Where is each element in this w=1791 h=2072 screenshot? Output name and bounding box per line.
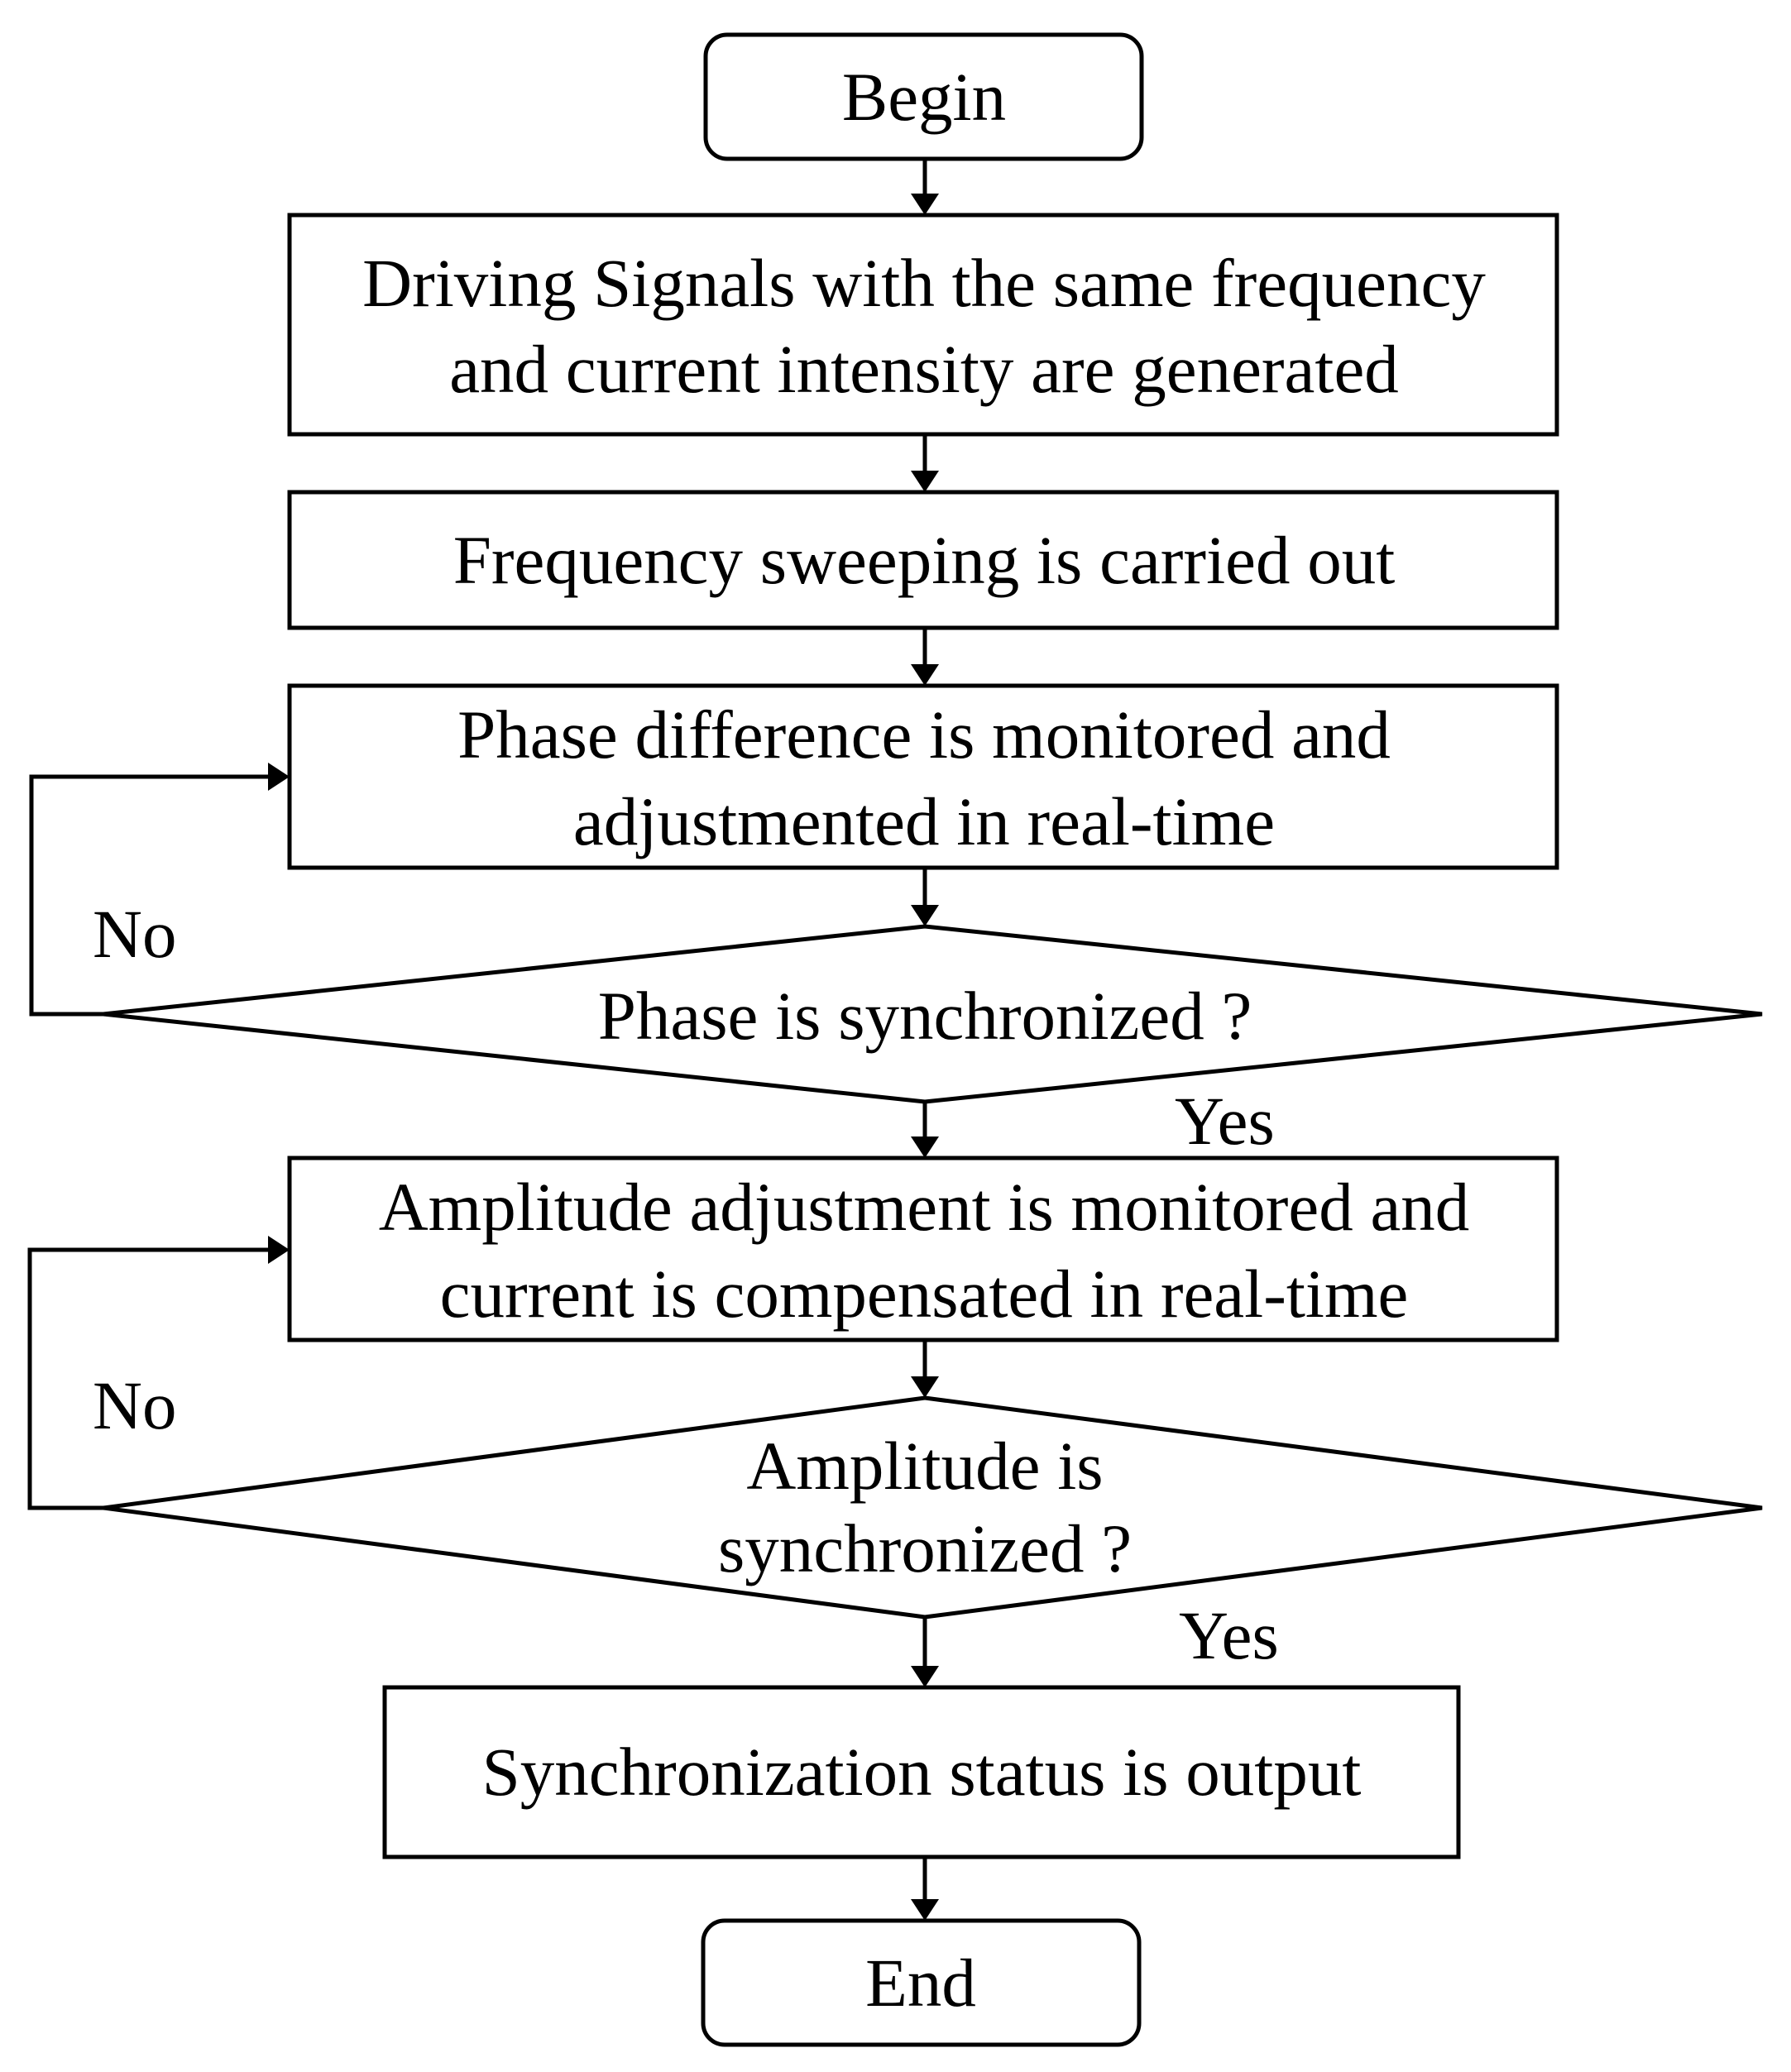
amplitude-to-decision-arrowhead [911,1376,939,1398]
frequency-sweep-label: Frequency sweeping is carried out [453,522,1396,598]
phase-to-decision-arrowhead [911,905,939,926]
amplitude-no-loop-line [27,1247,271,1510]
end-terminal [701,1918,1142,2047]
phase-no-loop-arrowhead [268,763,290,791]
phase-monitor-box [287,683,1559,870]
output-to-end-arrowhead [911,1899,939,1921]
amplitude-yes-arrowhead [911,1666,939,1687]
amplitude-monitor-line-2: current is compensated in real-time [440,1256,1409,1332]
end-label: End [865,1945,976,2021]
output-status-box [382,1685,1461,1859]
phase-decision-label: Phase is synchronized ? [598,978,1252,1054]
begin-label: Begin [842,59,1006,135]
phase-yes-arrowhead [911,1136,939,1158]
begin-to-generate-arrowhead [911,194,939,215]
generate-signals-line-1: Driving Signals with the same frequency [362,245,1486,321]
amplitude-no-loop-arrowhead [268,1236,290,1264]
amplitude-monitor-box [287,1156,1559,1342]
amplitude-decision-line-2: synchronized ? [718,1510,1132,1586]
phase-monitor-line-1: Phase difference is monitored and [457,696,1391,773]
phase-yes-label: Yes [1175,1083,1275,1159]
generate-to-sweep-arrowhead [911,471,939,492]
amplitude-decision-line-1: Amplitude is [746,1428,1103,1504]
amplitude-no-label: No [93,1367,176,1443]
generate-signals-box [287,213,1559,437]
output-status-label: Synchronization status is output [482,1734,1362,1810]
phase-no-loop-line [29,774,271,1017]
amplitude-monitor-line-1: Amplitude adjustment is monitored and [379,1169,1470,1245]
frequency-sweep-box [287,490,1559,630]
generate-signals-line-2: and current intensity are generated [449,331,1399,407]
sweep-to-phase-arrowhead [911,664,939,686]
phase-monitor-line-2: adjustmented in real-time [573,783,1275,859]
phase-no-label: No [93,896,176,972]
amplitude-yes-label: Yes [1179,1597,1279,1673]
